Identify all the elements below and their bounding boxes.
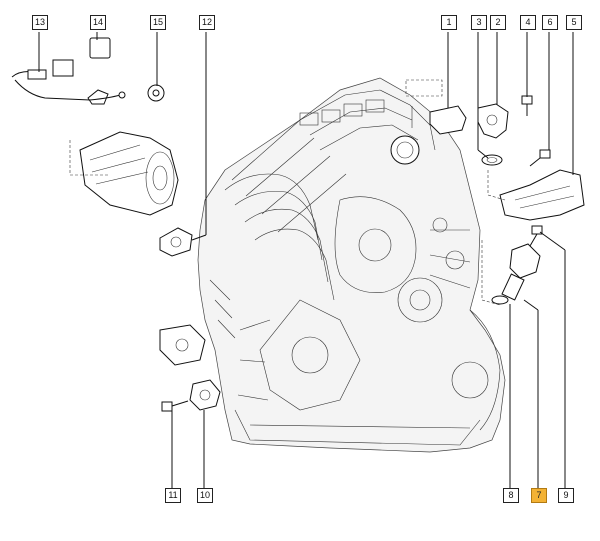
part-1-sensor <box>405 79 467 135</box>
callout-4[interactable]: 4 <box>520 15 536 30</box>
callout-12[interactable]: 12 <box>199 15 215 30</box>
callout-11[interactable]: 11 <box>165 488 181 503</box>
callout-10[interactable]: 10 <box>197 488 213 503</box>
callout-8[interactable]: 8 <box>503 488 519 503</box>
callout-5[interactable]: 5 <box>566 15 582 30</box>
part-8-o-ring <box>491 295 509 305</box>
callout-13[interactable]: 13 <box>32 15 48 30</box>
callout-7-highlighted[interactable]: 7 <box>531 488 547 503</box>
part-4-bolt <box>521 95 533 116</box>
callout-1[interactable]: 1 <box>441 15 457 30</box>
callout-2[interactable]: 2 <box>490 15 506 30</box>
starter-motor <box>69 131 179 216</box>
callout-6[interactable]: 6 <box>542 15 558 30</box>
callout-3[interactable]: 3 <box>471 15 487 30</box>
part-2-cam-sensor <box>477 103 509 166</box>
part-5-bracket <box>487 169 585 221</box>
callout-9[interactable]: 9 <box>558 488 574 503</box>
part-7-crank-sensor <box>481 240 541 306</box>
part-12-sensor <box>159 227 193 257</box>
part-6-bolt <box>529 149 551 167</box>
part-13-sensor-cable <box>11 69 126 101</box>
engine-block <box>159 77 506 453</box>
part-10-knock-sensor <box>189 379 221 411</box>
part-9-bolt <box>529 225 543 247</box>
callout-14[interactable]: 14 <box>90 15 106 30</box>
leader-lines <box>38 32 574 488</box>
part-11-bolt <box>161 400 189 412</box>
callout-15[interactable]: 15 <box>150 15 166 30</box>
part-15-washer <box>147 84 165 102</box>
part-14-connector <box>52 37 111 105</box>
